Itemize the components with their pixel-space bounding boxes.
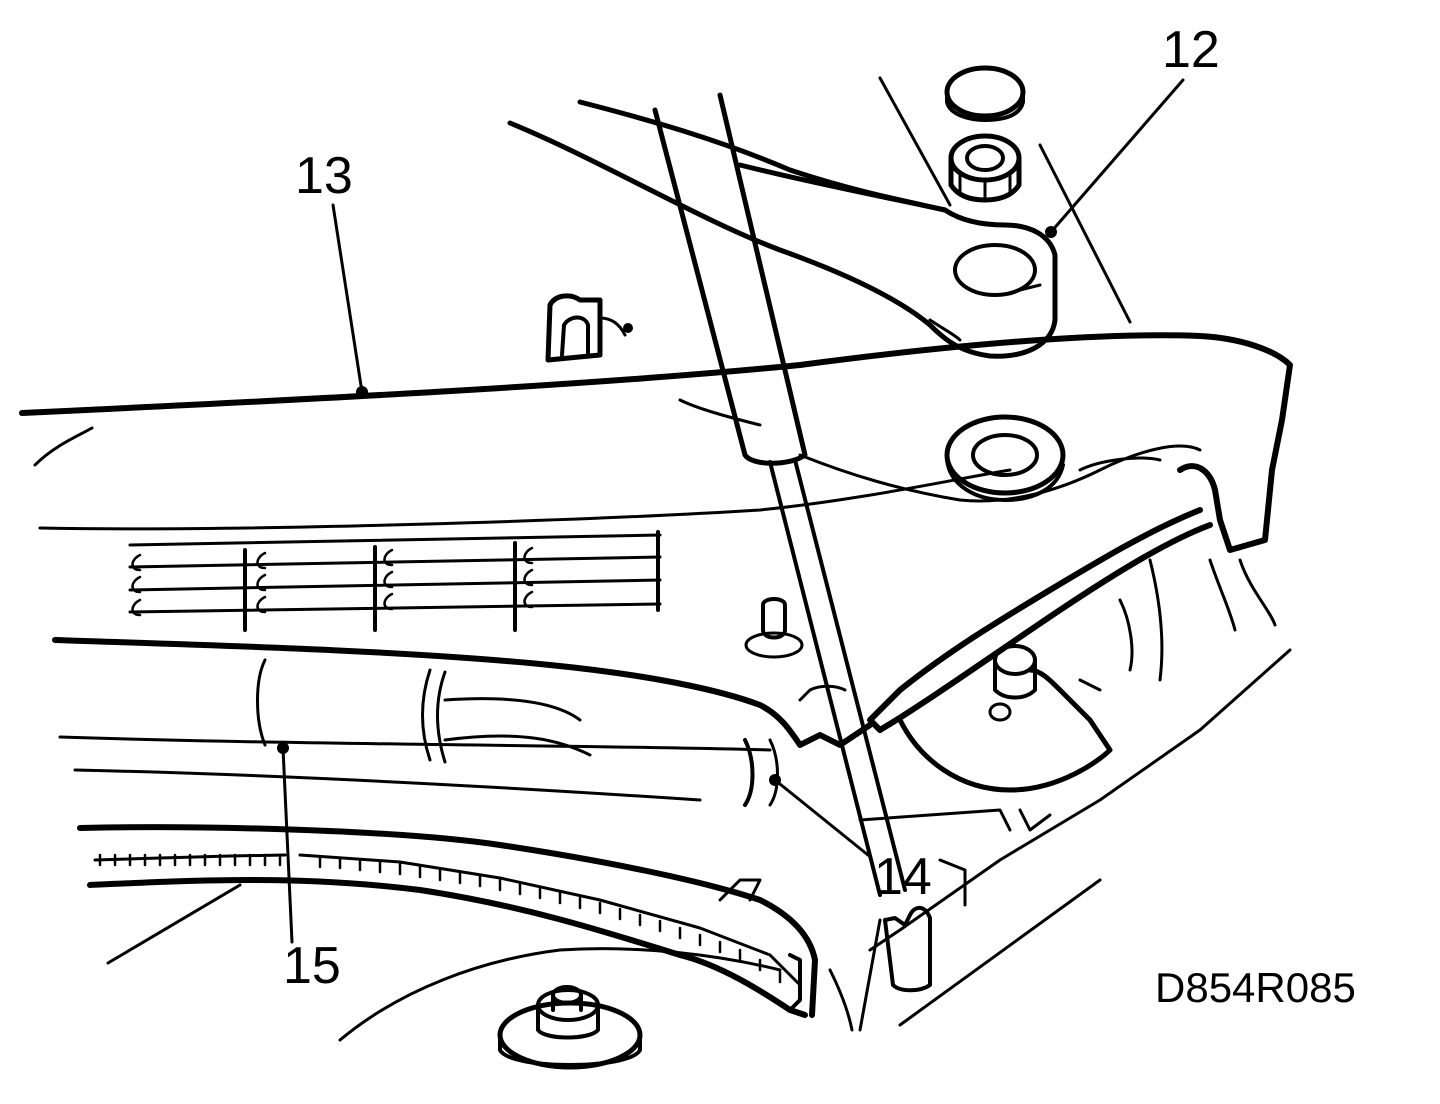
exploded-washer (944, 65, 1026, 122)
panel-grommet (944, 414, 1066, 502)
strut-bracket (507, 76, 1132, 359)
bulkhead-lines (858, 648, 1292, 1032)
suspension-top-mount (497, 985, 643, 1070)
stud-fastener (744, 597, 804, 659)
strut-lower-mount (883, 905, 932, 993)
ventilation-grille (128, 530, 662, 632)
callout-label-13: 13 (295, 147, 353, 205)
heater-duct (256, 658, 779, 807)
bonnet-panel (19, 332, 1293, 553)
reference-code: D854R085 (1155, 964, 1356, 1011)
callout-label-14: 14 (874, 848, 932, 906)
callout-label-12: 12 (1162, 21, 1220, 79)
callout-label-15: 15 (283, 937, 341, 995)
clip-bracket (545, 293, 633, 363)
edge-seal (77, 824, 818, 1018)
wing-panel (106, 883, 854, 1042)
leader-lines (277, 78, 1185, 944)
scuttle-panel (52, 507, 1213, 802)
exploded-nut (948, 133, 1022, 203)
wiper-mechanism (897, 558, 1277, 793)
